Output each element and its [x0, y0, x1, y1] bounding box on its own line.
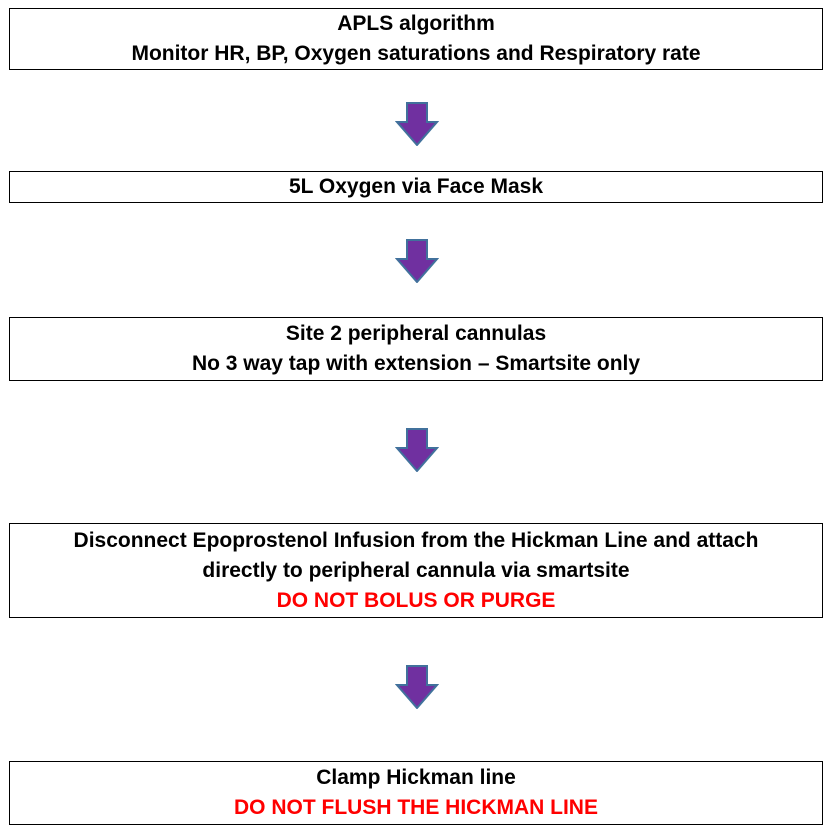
step-5-box: Clamp Hickman line DO NOT FLUSH THE HICK… [9, 761, 823, 825]
step-2-box: 5L Oxygen via Face Mask [9, 171, 823, 203]
step-5-title: Clamp Hickman line [316, 766, 516, 789]
down-arrow-icon [395, 428, 439, 472]
down-arrow-icon [395, 665, 439, 709]
step-4-line-1: Disconnect Epoprostenol Infusion from th… [73, 528, 759, 552]
down-arrow-icon [395, 102, 439, 146]
step-4-line-2: directly to peripheral cannula via smart… [202, 558, 630, 582]
step-3-title: Site 2 peripheral cannulas [285, 322, 547, 345]
step-2-title: 5L Oxygen via Face Mask [288, 175, 544, 198]
step-1-detail: Monitor HR, BP, Oxygen saturations and R… [131, 42, 701, 65]
down-arrow-icon [395, 239, 439, 283]
step-3-detail: No 3 way tap with extension – Smartsite … [191, 352, 641, 375]
step-1-box: APLS algorithm Monitor HR, BP, Oxygen sa… [9, 8, 823, 70]
step-5-warning: DO NOT FLUSH THE HICKMAN LINE [234, 796, 598, 819]
step-3-box: Site 2 peripheral cannulas No 3 way tap … [9, 317, 823, 381]
step-4-box: Disconnect Epoprostenol Infusion from th… [9, 523, 823, 618]
step-4-warning: DO NOT BOLUS OR PURGE [276, 588, 556, 612]
step-1-title: APLS algorithm [337, 12, 495, 35]
